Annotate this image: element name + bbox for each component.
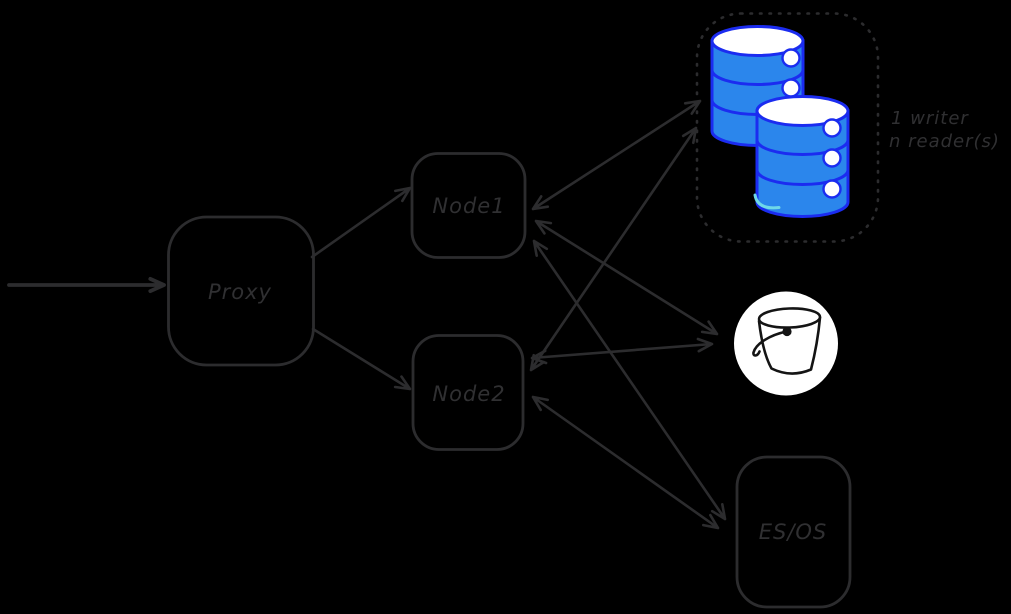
labels-layer: Proxy Node1 Node2 ES/OS 1 writer n reade…: [208, 108, 1000, 544]
bucket-icon: [734, 291, 838, 396]
node2-database-arrow: [529, 126, 698, 372]
node2-label: Node2: [432, 382, 505, 406]
node2-box: [411, 334, 525, 451]
db2-bands: [755, 139, 850, 186]
node1-esos-arrow: [532, 239, 727, 521]
node1-box: [410, 152, 527, 259]
arrows-layer: [7, 99, 727, 530]
db2-dot: [822, 179, 842, 199]
proxy-label: Proxy: [208, 280, 272, 304]
bucket-circle-bg: [734, 291, 838, 396]
incoming-arrow: [7, 277, 166, 293]
esos-box: [735, 455, 852, 609]
proxy-box: [167, 215, 315, 367]
db2-dot: [822, 118, 842, 138]
database-accent-stroke: [753, 193, 781, 210]
proxy-to-node2-arrow: [311, 327, 412, 391]
db2-dot: [822, 148, 842, 168]
db1-dot: [781, 48, 801, 68]
db1-dot: [781, 78, 801, 98]
proxy-to-node1-arrow: [310, 186, 412, 259]
node2-bucket-arrow: [530, 337, 714, 365]
database-cluster: [695, 12, 880, 243]
nodes-layer: [167, 152, 852, 609]
bucket-handle-dot: [782, 326, 792, 337]
cluster-dotted-border: [695, 12, 880, 243]
db1-top: [710, 25, 805, 57]
cluster-annotation-line1: 1 writer: [891, 108, 969, 129]
cluster-annotation-line2: n reader(s): [889, 131, 1000, 152]
database-icon-secondary: [755, 95, 850, 218]
node1-bucket-arrow: [534, 219, 719, 336]
esos-label: ES/OS: [759, 520, 828, 544]
node1-database-arrow: [531, 99, 702, 211]
node1-label: Node1: [432, 194, 505, 218]
bucket-rim: [757, 307, 822, 329]
db2-top: [755, 95, 850, 127]
bucket-body: [757, 316, 822, 375]
bucket-handle: [752, 330, 788, 357]
node2-esos-arrow: [531, 395, 720, 530]
